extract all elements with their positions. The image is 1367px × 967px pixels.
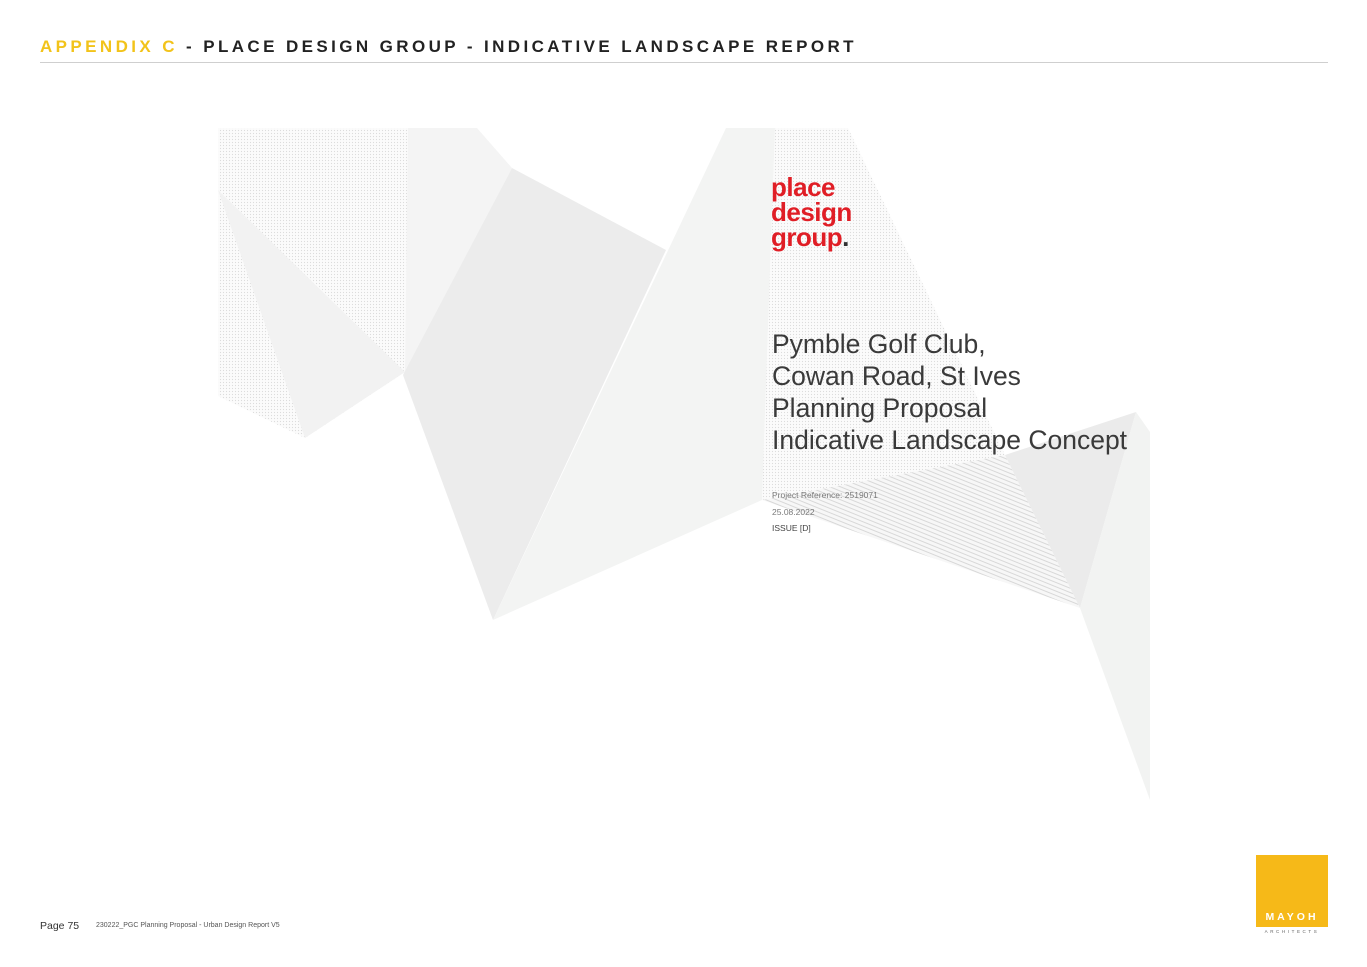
logo-line-group: group	[771, 222, 843, 252]
place-design-group-logo: place design group.	[771, 172, 852, 252]
page-number: Page 75	[40, 920, 80, 932]
cover-meta: Project Reference: 2519071 25.08.2022 IS…	[772, 487, 878, 537]
title-line: Planning Proposal	[772, 393, 988, 423]
page-header: APPENDIX C - PLACE DESIGN GROUP - INDICA…	[40, 37, 1328, 57]
header-rule	[40, 62, 1328, 63]
art-shape-right-dark	[1005, 412, 1136, 608]
logo-line-design: design	[771, 197, 852, 227]
logo-dot: .	[842, 222, 849, 252]
art-shape-right-dotted	[762, 128, 1005, 500]
art-shape-right-tail	[1080, 412, 1150, 800]
cover-title: Pymble Golf Club, Cowan Road, St Ives Pl…	[772, 328, 1127, 456]
cover-date: 25.08.2022	[772, 506, 815, 517]
mayoh-subtitle: ARCHITECTS	[1264, 929, 1320, 934]
title-line: Cowan Road, St Ives	[772, 361, 1021, 391]
issue-label: ISSUE [D]	[772, 523, 811, 533]
title-line: Pymble Golf Club,	[772, 329, 986, 359]
mayoh-logo: MAYOH	[1256, 855, 1328, 927]
project-reference: Project Reference: 2519071	[772, 490, 878, 500]
header-title: - PLACE DESIGN GROUP - INDICATIVE LANDSC…	[177, 37, 857, 56]
document-name: 230222_PGC Planning Proposal - Urban Des…	[96, 922, 280, 929]
art-shape-left-fold	[218, 190, 405, 438]
header-appendix: APPENDIX C	[40, 37, 178, 56]
art-shape-center-dark	[403, 168, 666, 620]
title-line: Indicative Landscape Concept	[772, 425, 1128, 455]
art-shape-left-panel	[405, 128, 512, 372]
mayoh-name: MAYOH	[1265, 911, 1319, 923]
art-shape-lined	[762, 455, 1080, 608]
art-shape-center-light	[493, 128, 775, 620]
logo-line-place: place	[771, 172, 835, 202]
